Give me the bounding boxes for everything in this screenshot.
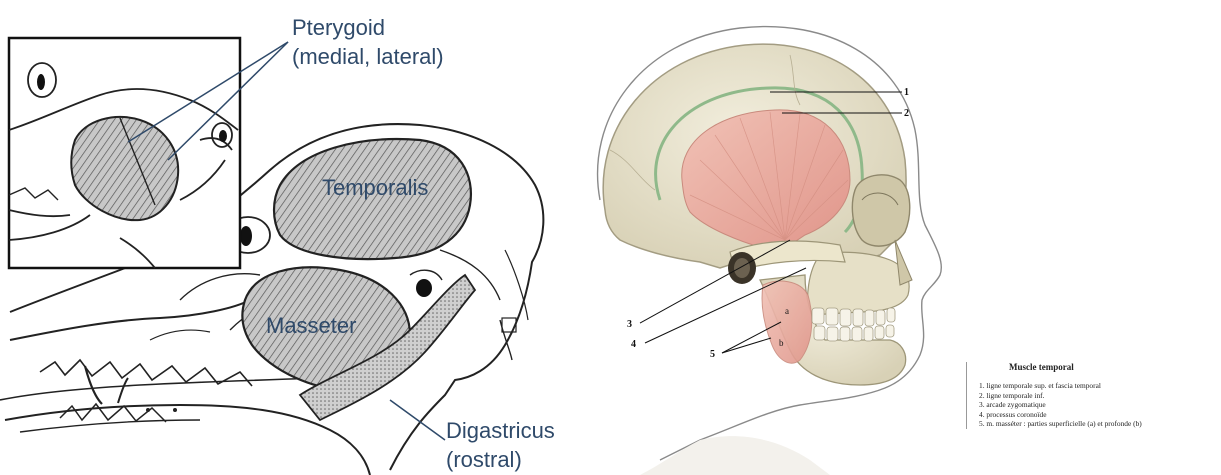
legend-item: 5. m. masséter : parties superficielle (… xyxy=(979,419,1221,429)
temporalis-label: Temporalis xyxy=(322,175,428,200)
dog-upper-teeth xyxy=(40,360,252,386)
pterygoid-label-line2: (medial, lateral) xyxy=(292,44,444,69)
dog-snout-top xyxy=(10,300,250,340)
legend-item: 1. ligne temporale sup. et fascia tempor… xyxy=(979,381,1221,391)
orbit xyxy=(852,175,909,246)
human-skull-illustration xyxy=(598,27,942,475)
digastricus-label-line2: (rostral) xyxy=(446,447,522,472)
digastricus-label-line1: Digastricus xyxy=(446,418,555,443)
pterygoid-inset xyxy=(9,38,240,268)
pterygoid-label-line1: Pterygoid xyxy=(292,15,385,40)
callout-b: b xyxy=(779,338,784,348)
masseter-human xyxy=(762,281,812,363)
callout-1: 1 xyxy=(904,87,909,98)
callout-3: 3 xyxy=(627,319,632,330)
legend-item: 2. ligne temporale inf. xyxy=(979,391,1221,401)
legend-item: 3. arcade zygomatique xyxy=(979,400,1221,410)
maxilla xyxy=(808,252,909,315)
callout-2: 2 xyxy=(904,108,909,119)
masseter-label: Masseter xyxy=(266,313,356,338)
legend-title: Muscle temporal xyxy=(1009,362,1221,372)
legend-item: 4. processus coronoïde xyxy=(979,410,1221,420)
callout-5: 5 xyxy=(710,349,715,360)
human-legend: Muscle temporal 1. ligne temporale sup. … xyxy=(966,362,1221,429)
callout-4: 4 xyxy=(631,339,636,350)
callout-a: a xyxy=(785,306,789,316)
legend-list: 1. ligne temporale sup. et fascia tempor… xyxy=(979,381,1221,429)
